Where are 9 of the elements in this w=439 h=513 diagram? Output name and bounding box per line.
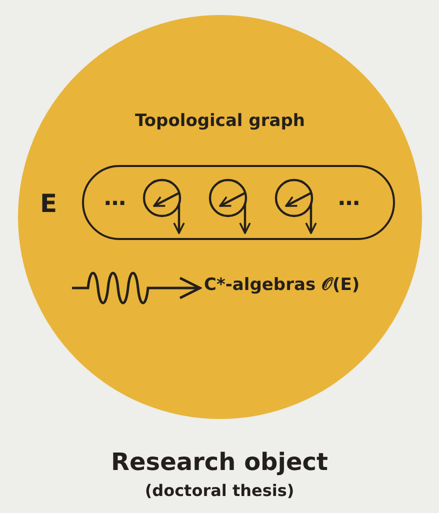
heading-text: Topological graph: [134, 111, 306, 131]
ellipsis-text: …: [104, 186, 126, 211]
caption-text: Research object: [110, 448, 329, 476]
wavy-arrow: [72, 272, 202, 304]
subcaption-text: (doctoral thesis): [144, 481, 296, 500]
formula-text: C*-algebras 𝒪(E): [204, 275, 360, 295]
graph-name: E: [40, 189, 58, 218]
ellipsis-text: …: [338, 186, 360, 211]
graph-box: [82, 165, 395, 240]
